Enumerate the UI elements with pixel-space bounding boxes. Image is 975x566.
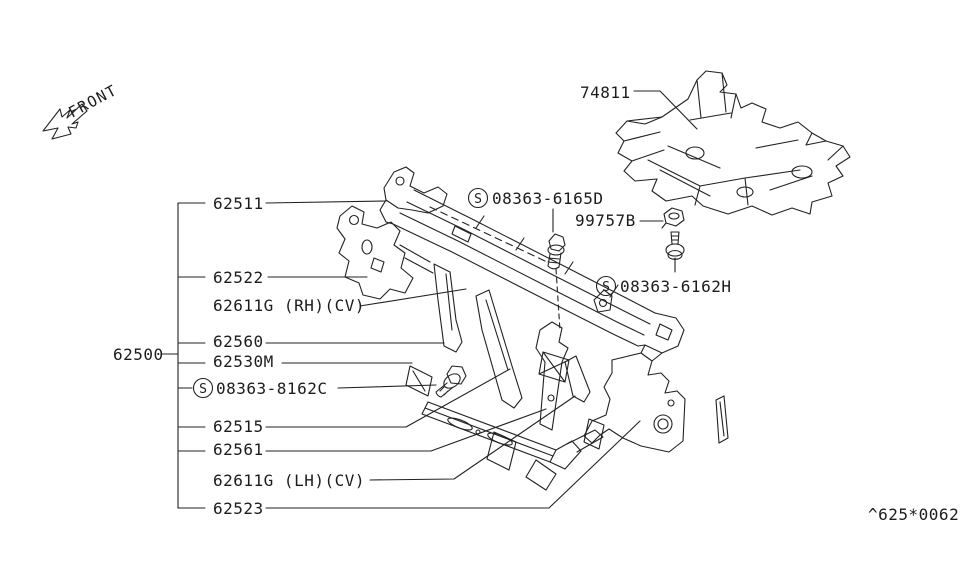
cover-hole	[685, 146, 705, 160]
leader-62611g-rh	[359, 288, 467, 307]
left-bracket-hole	[348, 214, 360, 226]
left-bracket-slot	[370, 244, 434, 274]
front-arrow-icon	[42, 103, 88, 140]
right-bracket-hole	[657, 418, 669, 430]
screw-label-6162h: S 08363-6162H	[595, 275, 731, 297]
part-label-74811: 74811	[580, 83, 631, 102]
part-label-62560: 62560	[213, 332, 264, 351]
drawing-code: ^625*0062	[868, 505, 959, 524]
lower-bar-slot	[447, 417, 473, 431]
clip-99757b-hole	[668, 212, 680, 220]
cowl-clip-bracket	[593, 289, 613, 313]
bracket-62530m	[405, 365, 433, 397]
screw-symbol-s: S	[199, 382, 207, 397]
screw-number-6162h: 08363-6162H	[620, 277, 731, 296]
lower-bar-foot	[486, 431, 557, 491]
screw-8162c-washer	[443, 373, 461, 389]
callout-leader-lines	[161, 90, 698, 509]
lower-bar-edges	[421, 401, 557, 463]
fastener-drawings	[435, 207, 685, 398]
front-label: FRONT	[65, 81, 120, 122]
right-bracket-hole	[667, 399, 675, 407]
part-label-62515: 62515	[213, 417, 264, 436]
screw-symbol-s: S	[474, 192, 482, 207]
part-label-62523: 62523	[213, 499, 264, 518]
hood-lock-hole	[547, 394, 555, 402]
cowl-clip-hole	[598, 298, 608, 308]
part-label-62530m: 62530M	[213, 352, 274, 371]
under-cover-74811-drawing	[615, 70, 851, 216]
cover-top-bump	[689, 72, 737, 121]
screw-6162h-icon	[670, 231, 680, 260]
screw-number-6165d: 08363-6165D	[492, 189, 603, 208]
leader-62523	[265, 420, 641, 509]
screw-8162c-icon	[435, 365, 467, 398]
left-bracket-hole	[361, 239, 373, 255]
upper-bar-edges	[392, 189, 656, 347]
part-label-62511: 62511	[213, 194, 264, 213]
screw-6165d-icon	[547, 233, 566, 270]
seal-strip-lh	[564, 355, 591, 403]
screw-label-6165d: S 08363-6165D	[467, 187, 603, 209]
screw-symbol-s: S	[602, 280, 610, 295]
left-bracket-outline	[336, 205, 414, 300]
leader-62515	[265, 368, 511, 428]
part-number-labels: 74811 62511 62522 62611G (RH)(CV) 62500 …	[113, 83, 959, 524]
part-label-62522: 62522	[213, 268, 264, 287]
screw-6165d-axis-dashed	[555, 268, 561, 332]
hood-lock-box	[538, 351, 570, 383]
clip-99757b-icon	[661, 207, 685, 229]
part-label-62611g-rh: 62611G (RH)(CV)	[213, 296, 365, 315]
upper-bar-left-tip	[379, 166, 448, 225]
cover-outline	[615, 70, 851, 216]
callout-bracket-line	[161, 202, 206, 509]
part-label-99757b: 99757B	[575, 211, 636, 230]
screw-symbol-circle	[192, 377, 214, 399]
leader-74811	[633, 90, 698, 130]
right-bracket-foot	[583, 344, 663, 450]
part-label-62611g-lh: 62611G (LH)(CV)	[213, 471, 365, 490]
right-bracket-hole	[653, 414, 673, 434]
lower-bar-right-flange	[549, 429, 604, 470]
front-panel-assembly-drawing	[336, 166, 729, 491]
stay-62560	[433, 263, 463, 353]
far-right-strip	[715, 395, 729, 444]
screw-6165d-washer	[547, 244, 565, 256]
leader-8162c	[337, 384, 437, 389]
hidden-edge-dashed-line	[429, 206, 546, 262]
seal-strip-rh	[475, 289, 523, 409]
screw-symbol-circle	[467, 187, 489, 209]
front-direction-indicator: FRONT	[42, 81, 120, 140]
leader-62611g-lh	[369, 395, 576, 481]
upper-bar-right-flange	[637, 312, 685, 354]
hood-lock-stay	[535, 321, 569, 431]
leader-62561	[265, 408, 547, 452]
screw-number-8162c: 08363-8162C	[216, 379, 327, 398]
right-bracket-outline	[583, 352, 686, 453]
cover-hole	[791, 165, 813, 179]
leader-62511	[265, 200, 387, 204]
screw-symbol-circle	[595, 275, 617, 297]
screw-6162h-head	[665, 243, 685, 257]
upper-bar-hole	[395, 176, 405, 186]
part-label-62500: 62500	[113, 345, 164, 364]
screw-label-8162c: S 08363-8162C	[192, 377, 327, 399]
part-label-62561: 62561	[213, 440, 264, 459]
cover-rib-lines	[623, 116, 844, 206]
cover-hole	[736, 186, 754, 198]
upper-bar-ticks	[451, 215, 619, 298]
